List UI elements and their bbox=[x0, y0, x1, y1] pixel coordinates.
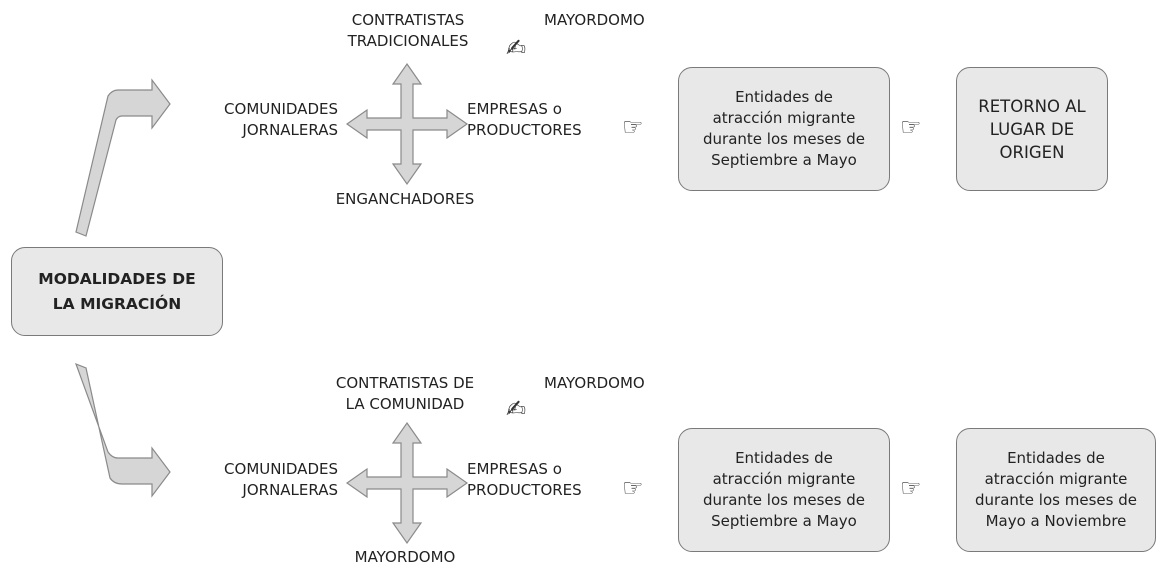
pointing-hand-icon: ☞ bbox=[900, 474, 922, 502]
top-contractor-label: CONTRATISTAS TRADICIONALES bbox=[347, 11, 469, 50]
bottom-contractor-label: CONTRATISTAS DE LA COMUNIDAD bbox=[335, 374, 475, 413]
bent-arrow-icon bbox=[74, 362, 171, 498]
bottom-entity-text: Entidades de atracción migrante durante … bbox=[703, 449, 865, 530]
writing-hand-icon: ✍ bbox=[506, 395, 527, 423]
root-label: MODALIDADES DE LA MIGRACIÓN bbox=[38, 269, 196, 313]
top-companies-label: EMPRESAS o PRODUCTORES bbox=[467, 100, 582, 139]
pointing-hand-icon: ☞ bbox=[900, 113, 922, 141]
top-entity-box: Entidades de atracción migrante durante … bbox=[678, 67, 890, 191]
bottom-companies-label: EMPRESAS o PRODUCTORES bbox=[467, 460, 582, 499]
bent-arrow-icon bbox=[75, 78, 171, 237]
bottom-entity-box: Entidades de atracción migrante durante … bbox=[678, 428, 890, 552]
bottom-final-box: Entidades de atracción migrante durante … bbox=[956, 428, 1156, 552]
root-box: MODALIDADES DE LA MIGRACIÓN bbox=[11, 247, 223, 336]
pointing-hand-icon: ☞ bbox=[622, 474, 644, 502]
four-way-arrow-icon bbox=[345, 421, 469, 545]
top-entity-text: Entidades de atracción migrante durante … bbox=[703, 88, 865, 169]
pointing-hand-icon: ☞ bbox=[622, 113, 644, 141]
writing-hand-icon: ✍ bbox=[506, 34, 527, 62]
four-way-arrow-icon bbox=[345, 62, 469, 186]
top-enganchadores-label: ENGANCHADORES bbox=[335, 190, 475, 208]
top-communities-label: COMUNIDADES JORNALERAS bbox=[224, 100, 338, 139]
bottom-mayordomo-label-2: MAYORDOMO bbox=[354, 548, 456, 566]
bottom-mayordomo-label: MAYORDOMO bbox=[544, 374, 645, 392]
top-final-box: RETORNO AL LUGAR DE ORIGEN bbox=[956, 67, 1108, 191]
bottom-final-text: Entidades de atracción migrante durante … bbox=[975, 449, 1137, 530]
top-final-text: RETORNO AL LUGAR DE ORIGEN bbox=[978, 96, 1086, 162]
bottom-communities-label: COMUNIDADES JORNALERAS bbox=[224, 460, 338, 499]
top-mayordomo-label: MAYORDOMO bbox=[544, 11, 645, 29]
